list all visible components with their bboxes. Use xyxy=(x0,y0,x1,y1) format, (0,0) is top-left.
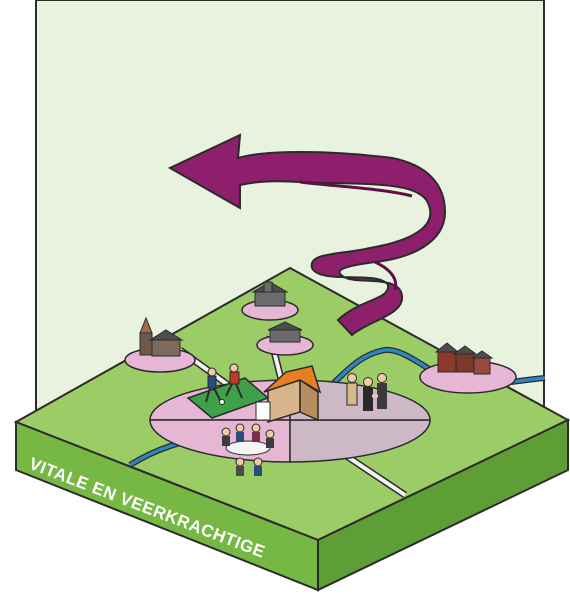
church-icon xyxy=(251,281,289,307)
arrow-icon xyxy=(167,133,447,337)
soccer-players-icon xyxy=(186,363,270,419)
factory-icon xyxy=(267,321,303,343)
house-icon xyxy=(255,365,322,424)
townhouses-icon xyxy=(434,342,494,375)
handshake-icon xyxy=(346,373,387,411)
meeting-group-icon xyxy=(221,423,275,476)
board-front xyxy=(15,420,319,592)
village-icon xyxy=(139,316,184,357)
